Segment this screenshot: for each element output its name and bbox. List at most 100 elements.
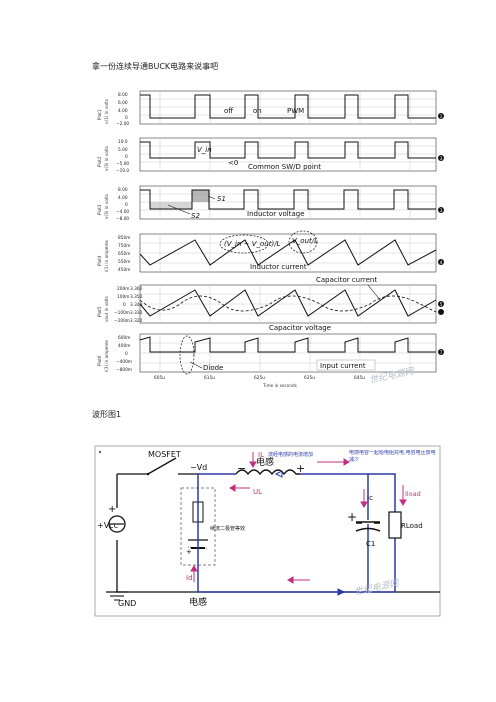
oscilloscope-figure: 8.00 6.00 4.00 0 −2.00 Plot1 v(1) in vol… <box>97 90 444 388</box>
plot2-tick-2: 0 <box>125 154 128 160</box>
annotation-inductor-voltage: Inductor voltage <box>247 210 305 218</box>
plot4-tick-4: 450m <box>118 267 130 273</box>
plot1-marker: 1 <box>440 114 443 120</box>
plot2-marker: 3 <box>440 156 443 162</box>
annotation-capacitor-voltage: Capacitor voltage <box>269 324 331 332</box>
plot4-title: Plot4 <box>97 255 102 266</box>
x-tick-4: 645u <box>354 375 365 381</box>
label-ic: Ic <box>367 494 373 502</box>
plot5-rtick-0: 3.360 <box>130 286 143 292</box>
plot6-tick-2: 0 <box>125 351 128 357</box>
plot6-tick-0: 600m <box>118 335 130 341</box>
page-heading: 拿一份连续导通BUCK电路来说事吧 <box>92 62 219 71</box>
annotation-capacitor-current: Capacitor current <box>316 276 377 284</box>
annotation-pwm: PWM <box>287 107 304 115</box>
label-vcc: +Vcc <box>97 521 118 530</box>
x-tick-1: 615u <box>204 375 215 381</box>
plot6-tick-3: −400m <box>116 359 132 365</box>
plot3-title: Plot3 <box>97 204 102 215</box>
plot5-rtick-4: 3.320 <box>130 318 143 324</box>
plot5-tick-3: −100m <box>114 310 130 316</box>
plot4-tick-3: 550m <box>118 259 130 265</box>
plot5-unit: vout in volts <box>104 296 109 322</box>
plot2-tick-1: 5.00 <box>118 147 128 153</box>
plot4-unit: i(1) in amperes <box>104 240 109 272</box>
annotation-s2: S2 <box>191 212 200 220</box>
plot6: 600m 400m 0 −400m −800m Plot6 i(3) in am… <box>97 333 444 375</box>
plot3-tick-4: −8.00 <box>116 216 129 222</box>
label-il: IL <box>258 451 264 459</box>
plot1-tick-0: 8.00 <box>118 92 128 98</box>
plot3-tick-1: 4.00 <box>118 195 128 201</box>
plot6-marker: 7 <box>440 350 443 356</box>
label-cap-plus: + <box>347 510 357 524</box>
label-rload: RLoad <box>401 522 423 530</box>
plot3-tick-2: 0 <box>125 202 128 208</box>
plot2-unit: v(3) in volts <box>104 146 109 171</box>
plot5-tick-4: −200m <box>114 318 130 324</box>
plot2-title: Plot2 <box>97 156 102 167</box>
plot4-tick-0: 850m <box>118 235 130 241</box>
annotation-vin: V_in <box>197 146 212 154</box>
plot5: Capacitor current 200m 100m 0 −100m −200… <box>97 276 444 332</box>
plot3-unit: v(3) in volts <box>104 194 109 219</box>
label-gnd: GND <box>118 599 136 608</box>
label-inductor-top: 电感 <box>256 456 274 468</box>
annotation-diode: Diode <box>203 364 223 372</box>
plot1-tick-2: 4.00 <box>118 108 128 114</box>
plot3-tick-3: −4.00 <box>116 209 129 215</box>
annotation-inductor-current: Inductor current <box>250 263 307 271</box>
plot5-tick-2: 0 <box>123 302 126 308</box>
plot5-rtick-1: 3.350 <box>130 294 143 300</box>
plot1-tick-4: −2.00 <box>116 121 129 127</box>
plot1-title: Plot1 <box>97 109 102 120</box>
label-id: Id <box>186 574 193 582</box>
plot3: 8.00 4.00 0 −4.00 −8.00 Plot3 v(3) in vo… <box>97 185 444 222</box>
svg-text:+: + <box>186 548 192 556</box>
label-cap-note: 电感电容一起给电阻充电,电容电压放电减少 <box>349 450 436 463</box>
label-c1: C1 <box>366 540 375 548</box>
plot2-tick-0: 10.0 <box>118 139 128 145</box>
plot5-rtick-3: 3.330 <box>130 310 143 316</box>
plot3-tick-0: 8.00 <box>118 187 128 193</box>
plot2-tick-3: −5.00 <box>116 161 129 167</box>
label-bottom: 电感 <box>189 596 207 608</box>
plot6-title: Plot6 <box>97 355 102 366</box>
label-iload: Iload <box>405 490 421 498</box>
annotation-common-sw: Common SW/D point <box>248 163 321 171</box>
plot4-marker: 4 <box>440 260 443 266</box>
annotation-off: off <box>224 107 233 115</box>
plot4-tick-1: 750m <box>118 243 130 249</box>
x-tick-3: 635u <box>304 375 315 381</box>
plot2: 10.0 5.00 0 −5.00 −10.0 Plot2 v(3) in vo… <box>97 137 444 174</box>
plot2-tick-4: −10.0 <box>116 168 129 174</box>
plot1: 8.00 6.00 4.00 0 −2.00 Plot1 v(1) in vol… <box>97 90 444 127</box>
plot4: 850m 750m 650m 550m 450m Plot4 i(1) in a… <box>97 230 444 273</box>
x-axis: 605u 615u 625u 635u 645u Time in seconds <box>154 375 365 388</box>
plot3-marker: 3 <box>440 208 443 214</box>
plot6-tick-1: 400m <box>118 343 130 349</box>
x-tick-0: 605u <box>154 375 165 381</box>
label-ul: UL <box>253 488 262 496</box>
plot6-tick-4: −800m <box>116 367 132 373</box>
label-mosfet: MOSFET <box>148 450 181 459</box>
label-inductor-minus: − <box>237 462 246 475</box>
plot5-title: Plot5 <box>97 306 102 317</box>
plot6-unit: i(3) in amperes <box>104 340 109 372</box>
plot5-tick-0: 200m <box>117 286 129 292</box>
label-vd: −Vd <box>190 463 207 472</box>
figure-caption: 波形图1 <box>92 410 122 419</box>
plot1-unit: v(1) in volts <box>104 99 109 124</box>
annotation-lt0: <0 <box>228 159 238 167</box>
label-diode-box: 续流二极管等效 <box>210 525 245 532</box>
x-tick-2: 625u <box>254 375 265 381</box>
annotation-slope-on: (V_in − V_out)/L <box>224 240 281 248</box>
annotation-input-current: Input current <box>320 362 366 370</box>
plot1-tick-3: 0 <box>125 115 128 121</box>
plot5-tick-1: 100m <box>117 294 129 300</box>
label-il-note: 流经电感的电流增加 <box>268 451 313 458</box>
plot5-rtick-2: 3.340 <box>130 302 143 308</box>
annotation-on: on <box>253 107 262 115</box>
annotation-slope-off: V_out/L <box>292 237 318 245</box>
plot1-tick-1: 6.00 <box>118 100 128 106</box>
